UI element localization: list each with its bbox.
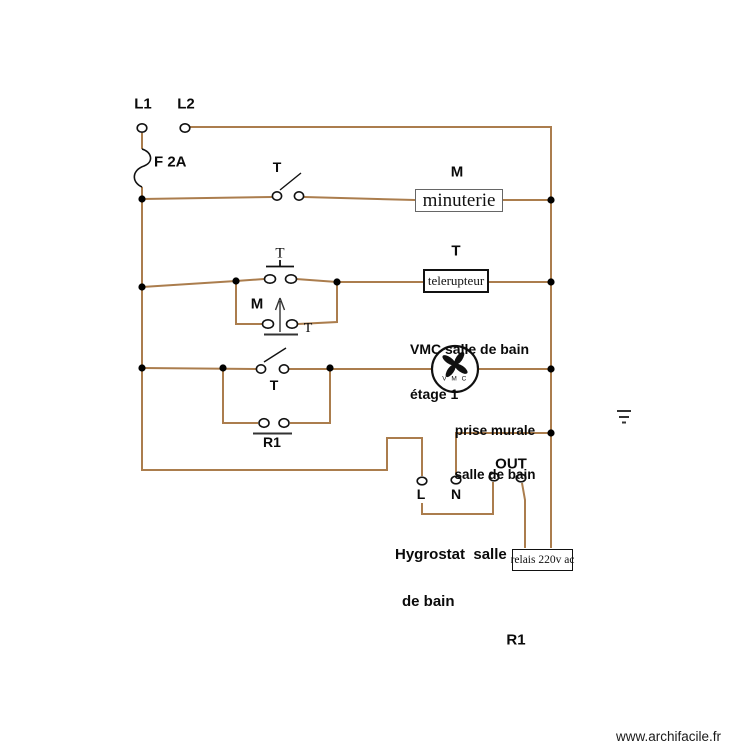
vmc-title: VMC salle de bain étage 1 [410, 312, 529, 432]
pushbutton-top-label: T [275, 245, 285, 262]
hygrostat-caption-line1: Hygrostat salle [395, 546, 507, 563]
vmc-switch-label: T [269, 377, 279, 393]
fuse-symbol[interactable] [133, 148, 152, 188]
terminal-hygro-l [416, 476, 428, 486]
hygrostat-caption-line2: de bain [402, 592, 455, 610]
telerupteur-box[interactable]: telerupteur [423, 269, 489, 293]
terminal-hygro-out2 [515, 473, 527, 483]
vmc-fan-text: V M C [442, 375, 468, 383]
terminal-l1 [136, 123, 148, 134]
telerupteur-letter-label: T [451, 242, 461, 260]
pushbutton-t-label: T [303, 321, 313, 336]
minuterie-letter-label: M [450, 163, 464, 181]
prise-note-line1: prise murale [454, 423, 536, 438]
timer-switch-label: T [272, 159, 282, 175]
archifacile-watermark-link[interactable]: www.archifacile.fr [616, 729, 722, 744]
vmc-switch-symbol[interactable] [255, 347, 290, 374]
out-label: OUT [495, 455, 527, 473]
timer-switch-symbol[interactable] [271, 172, 305, 202]
wire-net [141, 126, 552, 548]
prise-note-line2: salle de bain [454, 466, 536, 482]
relais-box[interactable]: relais 220v ac [511, 549, 574, 571]
pushbutton-m-label: M [250, 295, 264, 313]
hygro-n-label: N [450, 486, 462, 502]
relay-ref-label: R1 [506, 631, 526, 649]
terminal-l2 [179, 123, 191, 134]
junction-dots [138, 195, 555, 437]
telerupteur-pushbutton-symbol[interactable] [263, 260, 298, 284]
hygrostat-caption: Hygrostat salle de bain [395, 516, 507, 640]
hygrostat-terminals[interactable] [416, 472, 527, 486]
fan-blades-icon [442, 351, 468, 378]
l2-label: L2 [177, 95, 195, 113]
telerupteur-coil-contact-symbol[interactable] [261, 297, 299, 336]
hygro-l-label: L [416, 486, 426, 502]
fuse-label: F 2A [154, 153, 187, 171]
r1-contact-label: R1 [263, 434, 281, 450]
terminal-hygro-n [450, 475, 462, 485]
minuterie-box[interactable]: minuterie [415, 189, 503, 212]
vmc-title-line2: étage 1 [410, 386, 459, 402]
l1-label: L1 [134, 95, 152, 113]
supply-terminals[interactable] [136, 123, 191, 134]
vmc-fan-symbol[interactable] [430, 344, 480, 394]
r1-contact-symbol[interactable] [253, 417, 292, 435]
prise-murale-note: prise murale salle de bain [440, 395, 550, 511]
vmc-title-line1: VMC salle de bain [410, 341, 530, 357]
terminal-hygro-out1 [488, 472, 500, 482]
ground-icon [617, 410, 631, 424]
